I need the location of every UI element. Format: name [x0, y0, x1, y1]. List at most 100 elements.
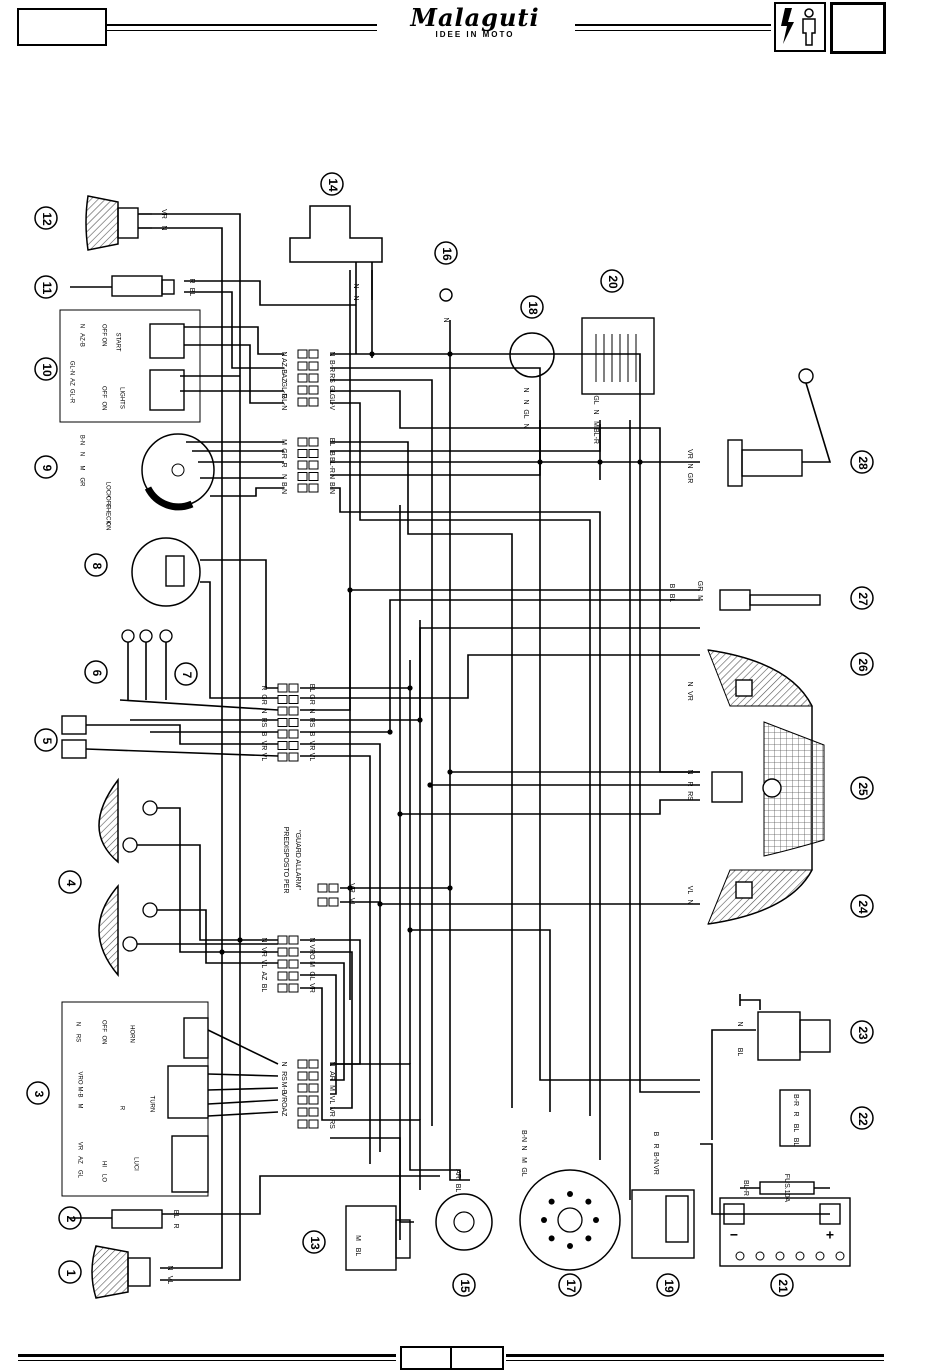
flasher-terminals-8 [165, 555, 185, 587]
wire-color-label: R [792, 1111, 799, 1116]
wire-color-label: M [280, 439, 287, 445]
battery-cell [755, 1251, 765, 1261]
switch-state: CHECK [104, 503, 110, 524]
component-number: 12 [40, 212, 54, 226]
connector-main-pin [277, 718, 288, 727]
headlight-4 [98, 777, 119, 864]
connector-main-pin [288, 706, 299, 716]
harness-wire [300, 987, 330, 1121]
footer-rule [506, 1360, 884, 1361]
horn-switch-3 [183, 1017, 209, 1059]
wire-color-label: BL [172, 1210, 179, 1219]
wire-color-label: M [696, 595, 703, 601]
wire-color-label: N [328, 474, 335, 479]
harness-wire [184, 291, 284, 369]
wire-color-label: GL [592, 395, 599, 404]
wire-color-label: N [328, 1061, 335, 1066]
connector-3-pin [308, 1071, 319, 1081]
logo-text: Malaguti [410, 3, 540, 32]
switch-state: LOCK [104, 482, 110, 498]
connector-3-pin [297, 1059, 308, 1069]
wire-color-label: R [280, 462, 287, 467]
wire-color-label: GL-R [280, 382, 287, 399]
connector-4-pin [288, 935, 299, 945]
footer-rule [18, 1354, 396, 1357]
regulator-18 [509, 332, 555, 378]
footer-rule [18, 1360, 396, 1361]
electric-man-icon [774, 2, 826, 52]
wire-color-label: N [166, 1265, 173, 1270]
connector-3-pin [308, 1083, 319, 1093]
stop-lamp-holder-25 [711, 771, 743, 803]
wire-junction [447, 885, 453, 891]
component-number-bubble [434, 241, 458, 265]
wire-color-label: N [522, 399, 529, 404]
dashboard-bulb [121, 629, 135, 643]
component-number-bubble [520, 295, 544, 319]
connector-10-pin [308, 349, 319, 359]
wire-color-label: AR [328, 1071, 335, 1081]
component-number-bubble [34, 455, 58, 479]
wire-color-label: N [686, 681, 693, 686]
component-number: 8 [90, 563, 104, 570]
connector-main-pin [277, 683, 288, 693]
wire-color-label: GR [696, 581, 703, 592]
logo-subtitle: IDEE IN MOTO [435, 30, 515, 39]
connector-main-pin [288, 695, 299, 704]
harness-wire [330, 1137, 414, 1223]
switch-wire: GL [76, 1170, 82, 1179]
wire-color-label: RS [328, 1119, 335, 1129]
wire-color-label: BL [454, 1184, 461, 1193]
starter-nose-23 [799, 1019, 831, 1053]
wire-color-label: VL [260, 753, 267, 762]
bulb-socket-1 [127, 1257, 151, 1287]
wire-color-label: VR [308, 983, 315, 993]
component-number: 13 [308, 1236, 322, 1250]
component-number-bubble [58, 870, 82, 894]
component-number: 26 [856, 658, 870, 672]
component-number: 19 [662, 1279, 676, 1293]
wire-color-label: N [280, 474, 287, 479]
component-number-bubble [34, 357, 58, 381]
wire-color-label: AR [454, 1169, 461, 1179]
wire-color-label: N [442, 317, 449, 322]
wire-color-label: B-R [328, 360, 335, 372]
wire-color-label: B [652, 1132, 659, 1137]
harness-wire [330, 379, 433, 1126]
starter-relay-22 [779, 1089, 811, 1147]
wire-junction [597, 459, 603, 465]
rear-lamp-bulb [735, 679, 753, 697]
component-number: 10 [40, 363, 54, 377]
wire-color-label: GR [280, 448, 287, 459]
wire-color-label: RS [328, 373, 335, 383]
wire-color-label: B-N [280, 482, 287, 494]
connector-4-pin [277, 935, 288, 945]
component-number-bubble [850, 1020, 874, 1044]
wire-color-label: GR [308, 694, 315, 705]
wire-color-label: BL [308, 684, 315, 693]
wire-color-label: M [308, 961, 315, 967]
connector-main-pin [277, 752, 288, 762]
harness-wire [330, 353, 700, 1093]
component-number-bubble [302, 1230, 326, 1254]
component-number-bubble [600, 269, 624, 293]
wire-color-label: VR [328, 1107, 335, 1117]
harness-wire [300, 951, 353, 1109]
battery-cell [835, 1251, 845, 1261]
connector-4-pin [277, 959, 288, 969]
connector-10-pin [297, 373, 308, 383]
wire-color-label: N [520, 1145, 527, 1150]
connector-3-pin [308, 1095, 319, 1105]
wire-color-label: GL [328, 385, 335, 394]
harness-wire [184, 280, 356, 306]
harness-wire [330, 402, 591, 1116]
switch-wire: VRO [76, 1071, 82, 1084]
connector-10-pin [308, 397, 319, 407]
starter-motor-23 [757, 1011, 801, 1061]
wire-color-label: M [354, 1235, 361, 1241]
wire-junction [387, 729, 393, 735]
switch-wire: N [78, 452, 84, 456]
wire-color-label: GL-V [328, 394, 335, 411]
wire-color-label: RS [260, 718, 267, 728]
wire-junction [537, 459, 543, 465]
